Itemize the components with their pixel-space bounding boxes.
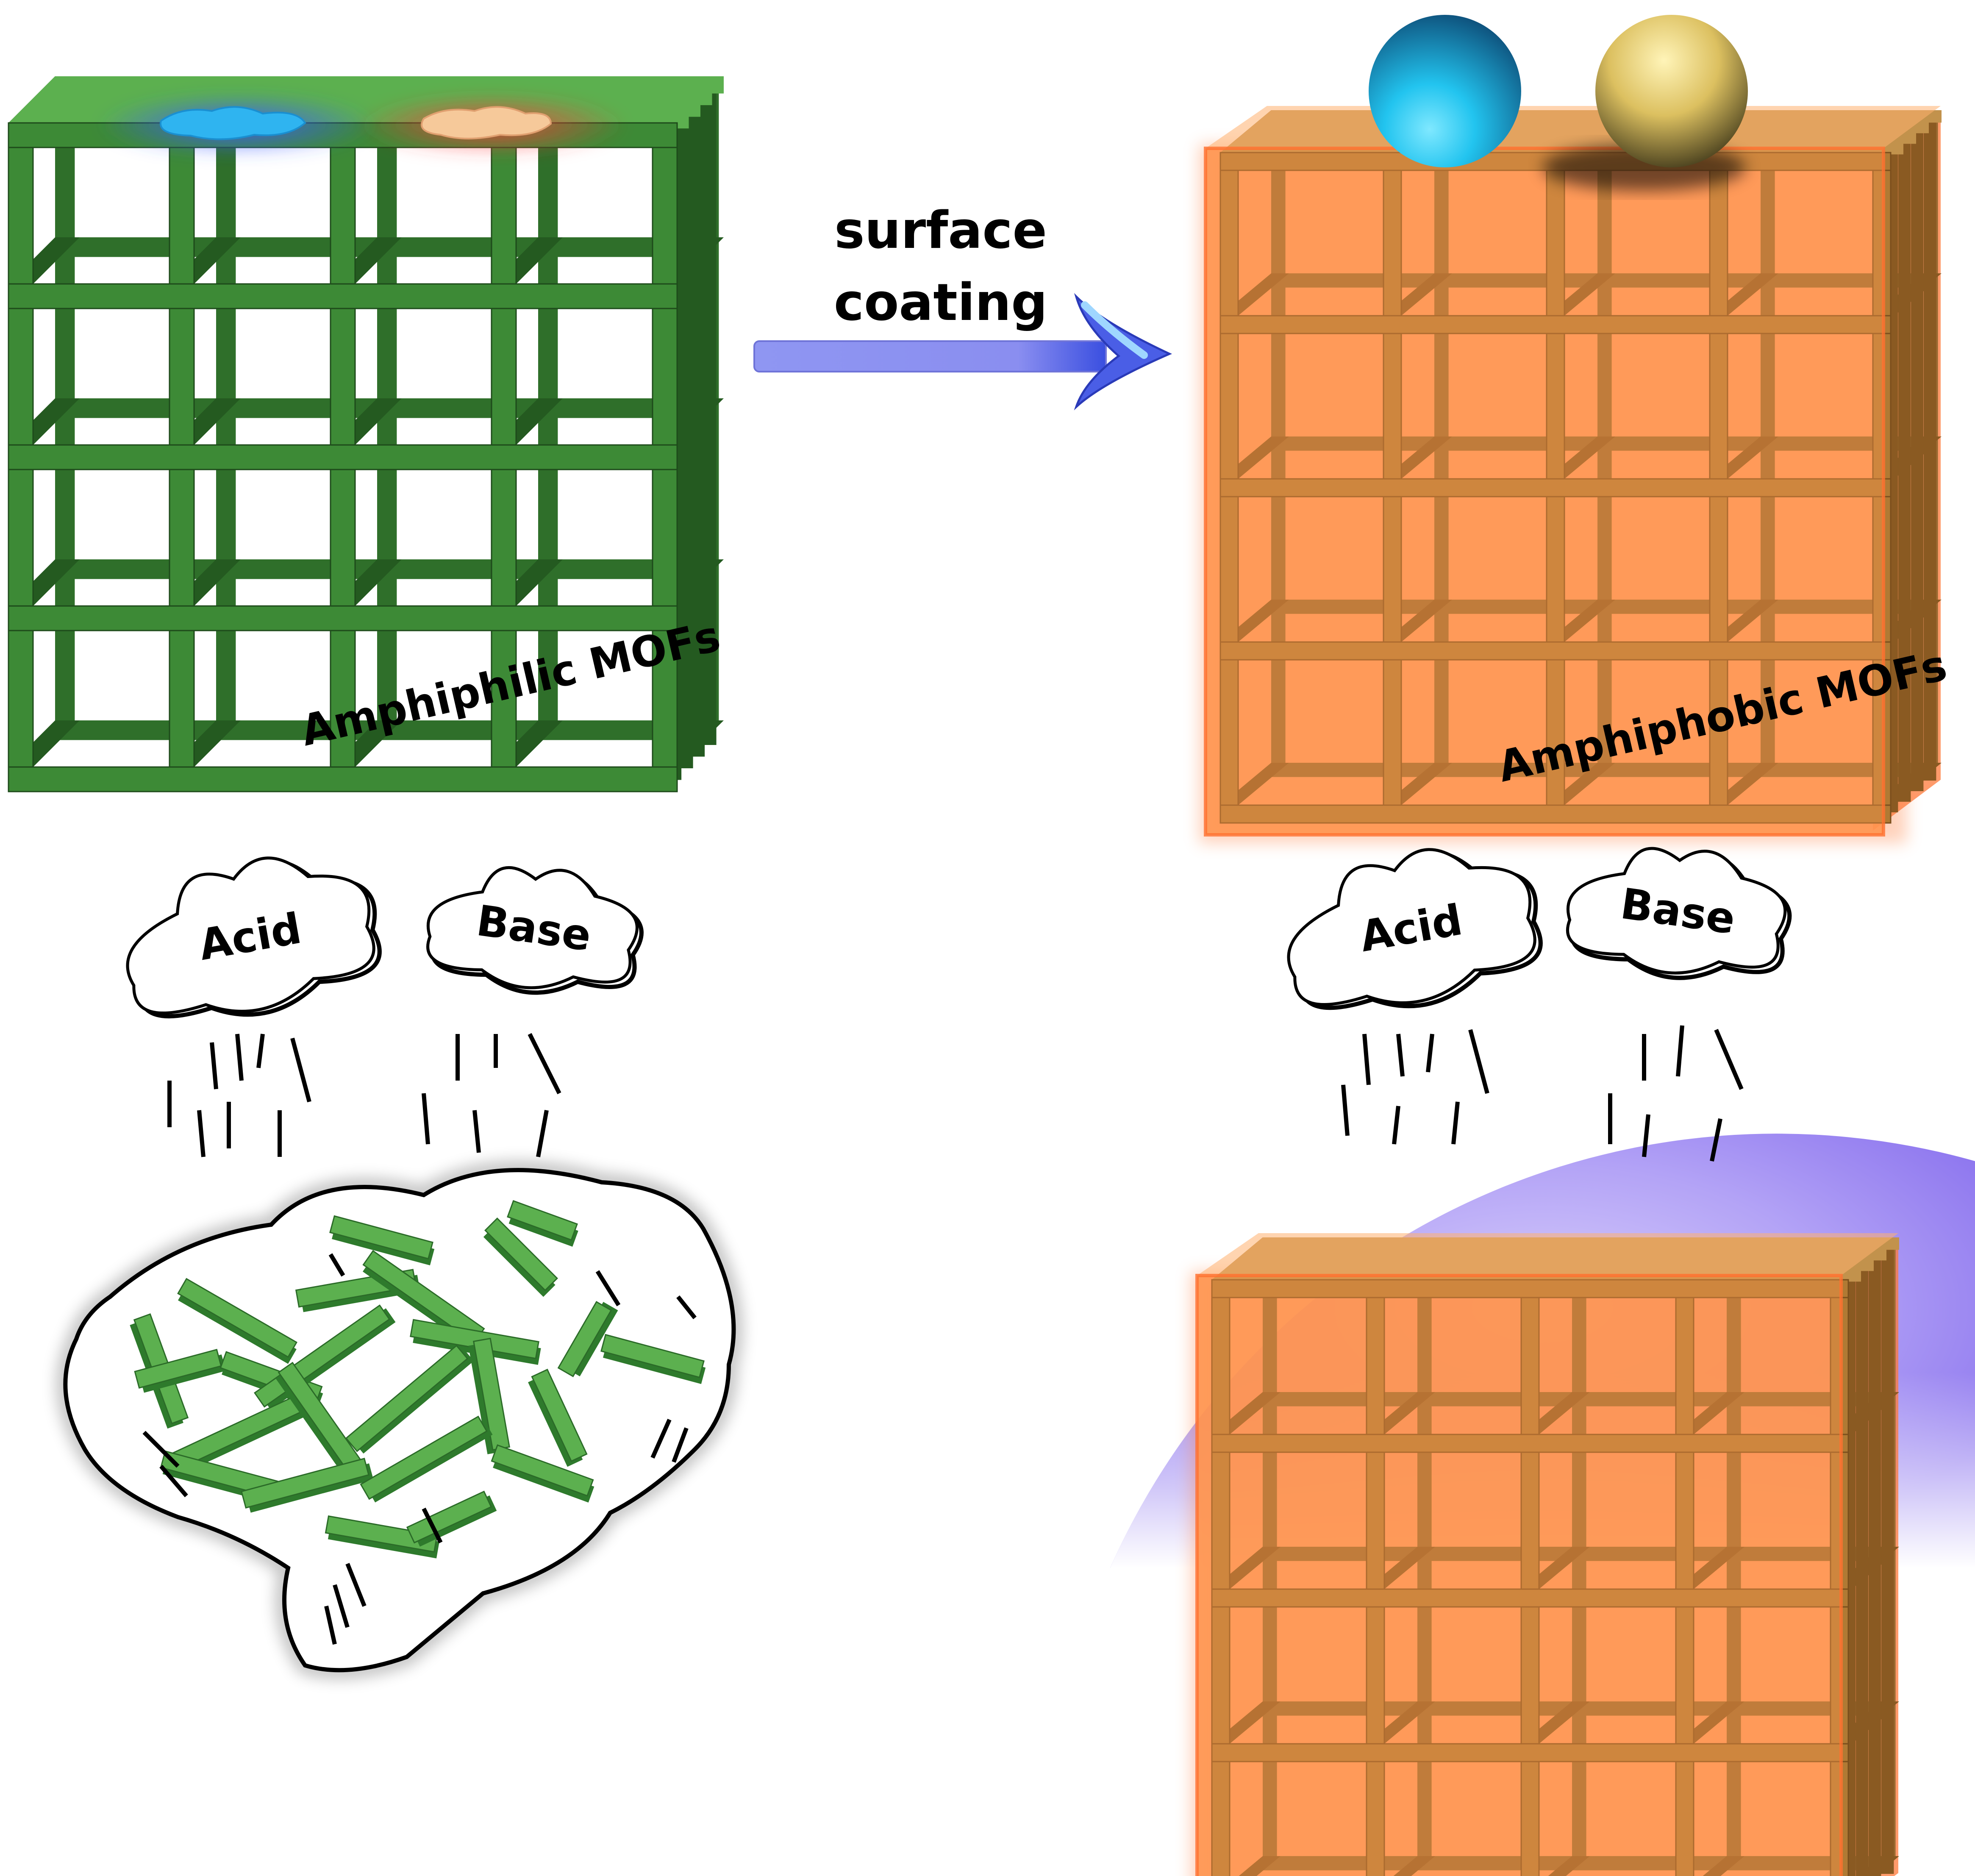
amphiphilic-mof-cube bbox=[8, 76, 724, 792]
hydrophilic-patch bbox=[159, 106, 306, 140]
hydrophobic-patch bbox=[421, 106, 552, 139]
collapsed-mof-fragments bbox=[57, 1162, 742, 1679]
gold-droplet bbox=[1595, 15, 1748, 167]
amphiphobic-mof-cube bbox=[1199, 106, 1942, 843]
arrow-label-line1: surface bbox=[834, 201, 1047, 260]
surface-coating-arrow: surface coating bbox=[753, 201, 1172, 411]
droplets bbox=[1369, 15, 1748, 191]
protected-mof-cube bbox=[1191, 1233, 1899, 1876]
blue-droplet bbox=[1369, 15, 1521, 167]
arrow-label-line2: coating bbox=[834, 273, 1047, 332]
